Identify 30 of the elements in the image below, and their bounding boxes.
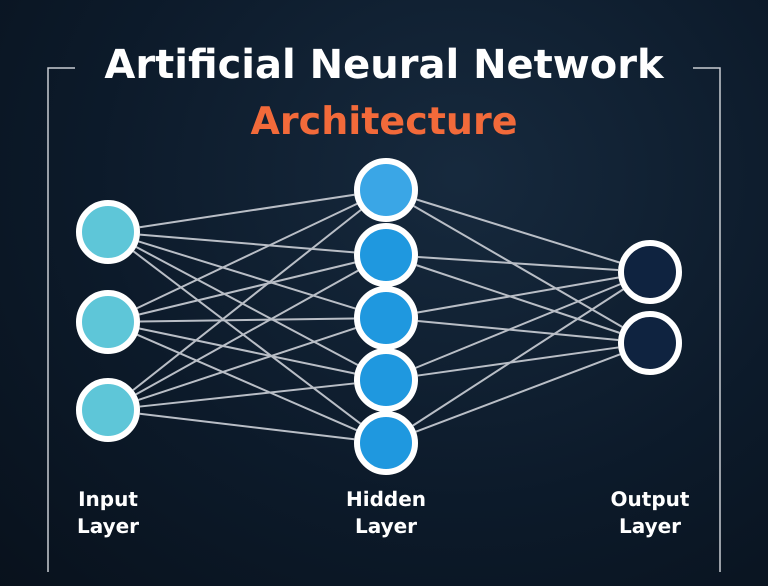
- connection-line: [412, 288, 624, 426]
- layer-label: Output Layer: [610, 486, 690, 540]
- connection-line: [136, 202, 358, 310]
- connection-line: [416, 353, 620, 433]
- subtitle: Architecture: [250, 98, 518, 145]
- connection-line: [139, 328, 355, 374]
- connection-line: [418, 256, 618, 271]
- connection-line: [415, 283, 621, 369]
- connection-line: [140, 234, 354, 254]
- connection-line: [138, 327, 356, 401]
- connection-line: [418, 346, 618, 377]
- connection-line: [413, 205, 623, 328]
- connection-line: [136, 334, 358, 432]
- title: Artificial Neural Network: [103, 41, 666, 90]
- connection-line: [140, 194, 354, 228]
- connection-line: [416, 264, 620, 334]
- connection-line: [417, 276, 619, 314]
- connection-line: [416, 198, 620, 264]
- connection-line: [132, 209, 362, 391]
- connection-line: [140, 412, 354, 440]
- connection-line: [135, 270, 359, 396]
- layer-label: Hidden Layer: [344, 486, 428, 540]
- layer-label: Input Layer: [76, 486, 140, 540]
- connection-line: [140, 317, 354, 323]
- connection-line: [138, 262, 356, 316]
- connection-line: [136, 246, 358, 366]
- connection-line: [138, 240, 356, 310]
- connection-line: [132, 250, 362, 424]
- connection-line: [140, 382, 354, 408]
- connection-line: [418, 320, 618, 341]
